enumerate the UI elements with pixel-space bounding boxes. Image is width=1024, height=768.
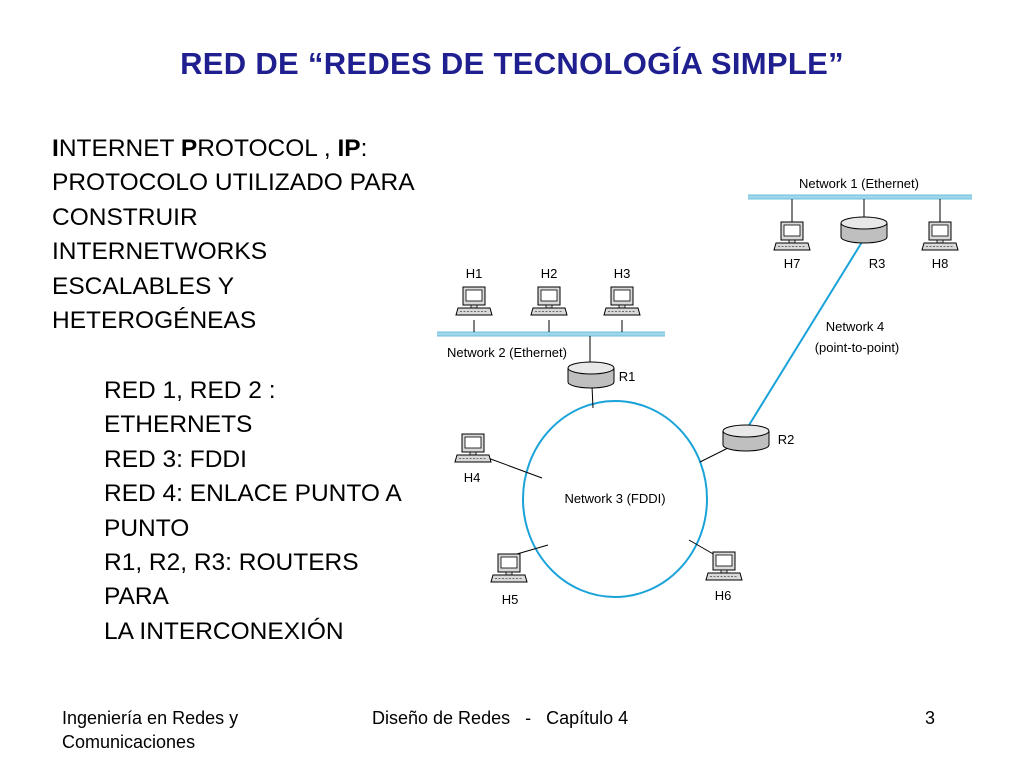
ip-definition-line: ESCALABLES Y bbox=[52, 272, 235, 300]
router-r1 bbox=[567, 361, 615, 389]
host-h1 bbox=[455, 286, 493, 316]
legend-line: LA INTERCONEXIÓN bbox=[104, 617, 344, 645]
router-label: R1 bbox=[619, 369, 636, 384]
host-h6 bbox=[705, 551, 743, 581]
page-number: 3 bbox=[925, 708, 936, 728]
legend-line: PARA bbox=[104, 583, 169, 611]
ip-definition-line: CONSTRUIR bbox=[52, 203, 198, 231]
bold-letter: IP bbox=[337, 135, 361, 162]
footer-course-line: Ingeniería en Redes y bbox=[62, 708, 239, 728]
bold-letter: I bbox=[52, 135, 59, 162]
network-4-link bbox=[745, 241, 863, 431]
legend-line: R1, R2, R3: ROUTERS bbox=[104, 549, 359, 577]
network-1-bus bbox=[748, 194, 972, 200]
footer-course: Ingeniería en Redes y Comunicaciones bbox=[62, 706, 238, 754]
legend-line: ETHERNETS bbox=[104, 411, 253, 439]
network-4-label: Network 4 bbox=[826, 319, 885, 334]
ip-definition: INTERNET PROTOCOL , IP: PROTOCOLO UTILIZ… bbox=[52, 132, 415, 338]
host-label: H5 bbox=[502, 592, 519, 607]
network-2-bus bbox=[437, 331, 665, 337]
host-h2 bbox=[530, 286, 568, 316]
footer-chapter: Diseño de Redes - Capítulo 4 bbox=[372, 708, 629, 728]
legend-line: RED 1, RED 2 : bbox=[104, 377, 276, 404]
footer-course-line: Comunicaciones bbox=[62, 732, 196, 752]
ip-definition-line: HETEROGÉNEAS bbox=[52, 307, 257, 335]
network-3-label: Network 3 (FDDI) bbox=[564, 491, 665, 506]
text-fragment: : bbox=[360, 135, 368, 162]
network-legend: RED 1, RED 2 : ETHERNETS RED 3: FDDI RED… bbox=[104, 374, 402, 649]
host-h4 bbox=[454, 433, 492, 463]
host-label: H6 bbox=[715, 588, 732, 603]
network-4-sublabel: (point-to-point) bbox=[815, 340, 900, 355]
router-label: R2 bbox=[778, 432, 795, 447]
host-label: H1 bbox=[466, 266, 483, 281]
host-label: H8 bbox=[932, 256, 949, 271]
legend-line: PUNTO bbox=[104, 514, 190, 542]
router-label: R3 bbox=[869, 256, 886, 271]
fddi-ring bbox=[522, 400, 708, 598]
router-r2 bbox=[722, 424, 770, 452]
host-label: H4 bbox=[464, 470, 481, 485]
text-fragment: ROTOCOL , bbox=[197, 135, 338, 162]
host-label: H7 bbox=[784, 256, 801, 271]
network-2-label: Network 2 (Ethernet) bbox=[447, 345, 567, 360]
slide-title: RED DE “REDES DE TECNOLOGÍA SIMPLE” bbox=[180, 46, 844, 81]
host-label: H2 bbox=[541, 266, 558, 281]
ip-definition-line: INTERNETWORKS bbox=[52, 238, 268, 266]
text-fragment: NTERNET bbox=[58, 135, 181, 162]
ip-definition-line: INTERNET PROTOCOL , IP: bbox=[52, 132, 415, 166]
network-1-label: Network 1 (Ethernet) bbox=[799, 176, 919, 191]
host-h3 bbox=[603, 286, 641, 316]
ip-definition-line: PROTOCOLO UTILIZADO PARA bbox=[52, 169, 415, 197]
router-r3 bbox=[840, 216, 888, 244]
host-h7 bbox=[773, 221, 811, 251]
host-h8 bbox=[921, 221, 959, 251]
legend-line: RED 4: ENLACE PUNTO A bbox=[104, 480, 402, 508]
host-label: H3 bbox=[614, 266, 631, 281]
host-h5 bbox=[490, 553, 528, 583]
legend-line: RED 3: FDDI bbox=[104, 445, 247, 473]
bold-letter: P bbox=[180, 135, 198, 162]
